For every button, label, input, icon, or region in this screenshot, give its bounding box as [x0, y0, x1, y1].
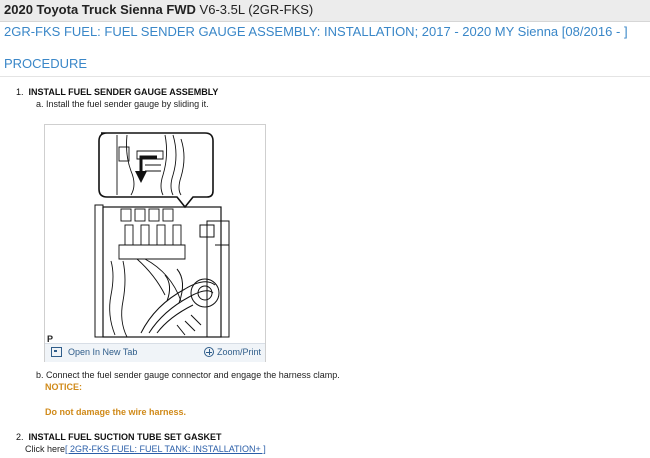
fuel-tank-installation-link[interactable]: [ 2GR-FKS FUEL: FUEL TANK: INSTALLATION+… [65, 444, 266, 454]
notice-label: NOTICE: [45, 382, 82, 392]
section-heading: PROCEDURE [4, 56, 88, 71]
figure-toolbar: Open In New Tab Zoom/Print [45, 343, 265, 362]
step-2: 2. INSTALL FUEL SUCTION TUBE SET GASKET [16, 432, 222, 442]
open-new-tab-button[interactable]: Open In New Tab [51, 347, 137, 357]
fuel-sender-diagram [94, 132, 230, 338]
engine-label: V6-3.5L (2GR-FKS) [199, 2, 314, 17]
document-title-text: 2GR-FKS FUEL: FUEL SENDER GAUGE ASSEMBLY… [4, 24, 621, 39]
step-1b-text: Connect the fuel sender gauge connector … [46, 370, 340, 380]
step-2-click-line: Click here[ 2GR-FKS FUEL: FUEL TANK: INS… [25, 444, 266, 454]
step-1: 1. INSTALL FUEL SENDER GAUGE ASSEMBLY [16, 87, 218, 97]
open-new-tab-icon [51, 347, 62, 357]
step-1-number: 1. [16, 87, 24, 97]
step-1a-text: Install the fuel sender gauge by sliding… [46, 99, 209, 109]
header-bar: 2020 Toyota Truck Sienna FWD V6-3.5L (2G… [0, 0, 650, 22]
zoom-print-button[interactable]: Zoom/Print [203, 347, 261, 357]
step-2-title: INSTALL FUEL SUCTION TUBE SET GASKET [28, 432, 222, 442]
step-1a-label: a. [36, 99, 44, 109]
figure-corner-label: P [47, 334, 54, 344]
step-1-title: INSTALL FUEL SENDER GAUGE ASSEMBLY [28, 87, 219, 97]
vehicle-title: 2020 Toyota Truck Sienna FWD [4, 2, 196, 17]
document-title: 2GR-FKS FUEL: FUEL SENDER GAUGE ASSEMBLY… [4, 24, 628, 39]
step-1b: b. Connect the fuel sender gauge connect… [36, 370, 340, 380]
zoom-print-label: Zoom/Print [216, 347, 261, 357]
procedure-figure[interactable]: P Open In New Tab Zoom/Print [44, 124, 266, 362]
click-here-text: Click here [25, 444, 66, 454]
document-title-close-bracket: ] [624, 24, 628, 39]
zoom-plus-icon [203, 347, 214, 357]
step-1a: a. Install the fuel sender gauge by slid… [36, 99, 209, 109]
section-divider [0, 76, 650, 77]
notice-text: Do not damage the wire harness. [45, 407, 187, 417]
open-new-tab-label: Open In New Tab [68, 347, 138, 357]
step-2-number: 2. [16, 432, 24, 442]
step-1b-label: b. [36, 370, 44, 380]
